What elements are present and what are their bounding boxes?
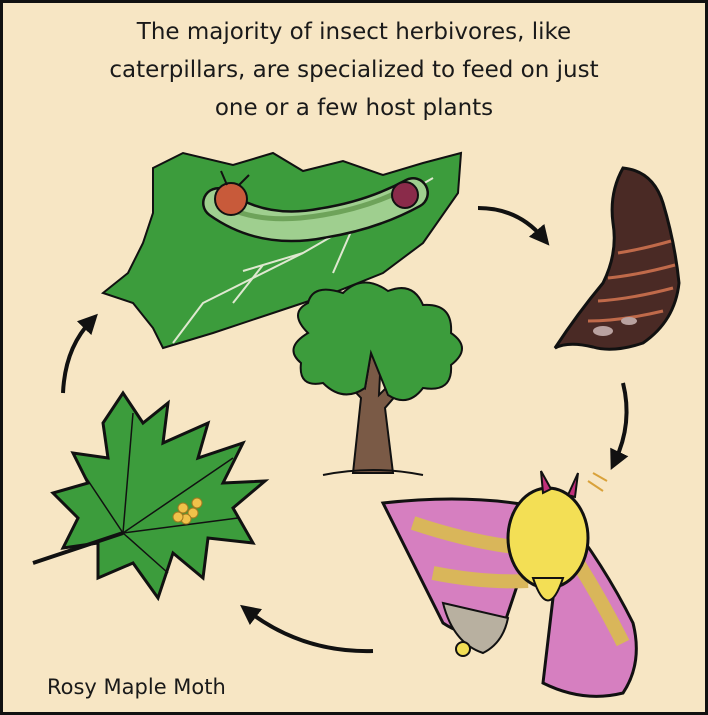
pupa-icon xyxy=(555,168,679,349)
arrow-pupa-to-moth xyxy=(615,383,627,461)
arrow-leaf-to-caterpillar xyxy=(63,321,91,393)
arrow-moth-to-leaf xyxy=(248,611,373,651)
lifecycle-diagram xyxy=(3,3,705,712)
maple-tree-icon xyxy=(293,282,462,475)
species-caption: Rosy Maple Moth xyxy=(47,675,226,699)
maple-leaf-with-eggs-icon xyxy=(33,393,265,598)
rosy-maple-moth-icon xyxy=(383,471,636,696)
arrow-caterpillar-to-pupa xyxy=(478,208,543,238)
